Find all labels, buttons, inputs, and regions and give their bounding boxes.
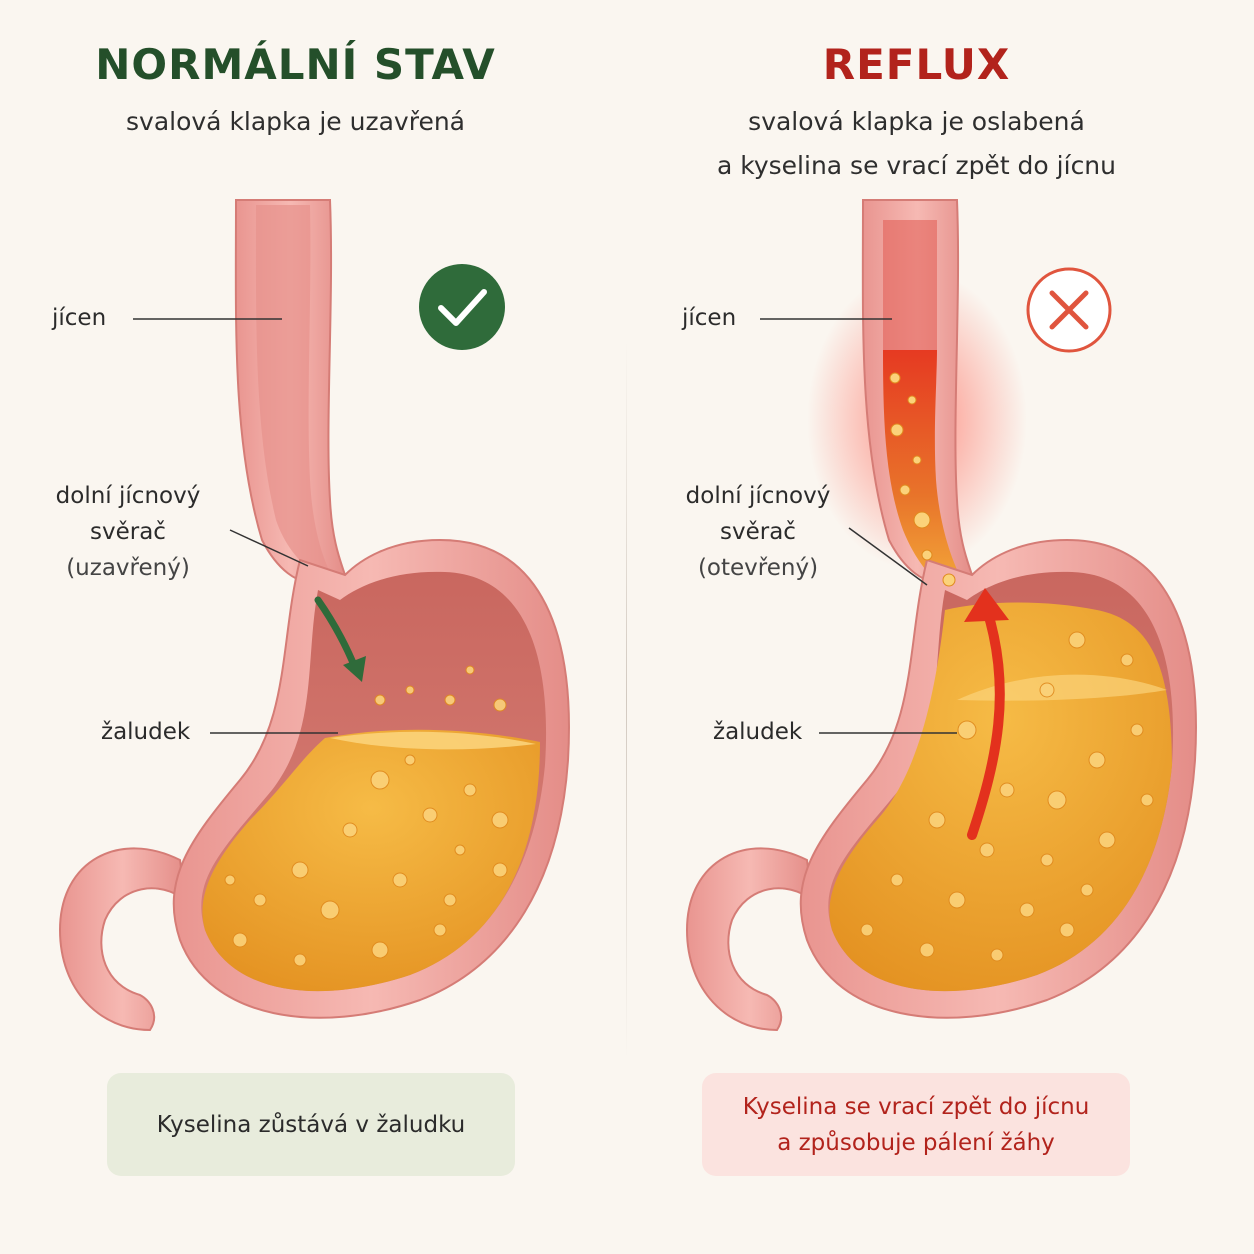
cross-icon bbox=[1028, 269, 1110, 351]
esophagus-label: jícen bbox=[682, 300, 736, 336]
check-icon bbox=[419, 264, 505, 350]
reflux-stomach-illustration bbox=[627, 0, 1254, 1254]
duodenum bbox=[687, 848, 812, 1030]
normal-caption-box: Kyselina zůstává v žaludku bbox=[107, 1073, 515, 1176]
reflux-caption-line1: Kyselina se vrací zpět do jícnu bbox=[743, 1089, 1090, 1125]
sphincter-label-line2: svěrač bbox=[40, 514, 216, 550]
reflux-panel: REFLUX svalová klapka je oslabená a kyse… bbox=[627, 0, 1254, 1254]
sphincter-label: dolní jícnový svěrač (otevřený) bbox=[670, 478, 846, 586]
sphincter-label: dolní jícnový svěrač (uzavřený) bbox=[40, 478, 216, 586]
stomach-label: žaludek bbox=[101, 714, 190, 750]
reflux-caption-box: Kyselina se vrací zpět do jícnu a způsob… bbox=[702, 1073, 1130, 1176]
reflux-caption-line2: a způsobuje pálení žáhy bbox=[777, 1125, 1055, 1161]
sphincter-state: (uzavřený) bbox=[40, 550, 216, 586]
sphincter-state: (otevřený) bbox=[670, 550, 846, 586]
normal-caption-text: Kyselina zůstává v žaludku bbox=[157, 1107, 466, 1143]
duodenum bbox=[60, 848, 185, 1030]
normal-state-panel: NORMÁLNÍ STAV svalová klapka je uzavřená bbox=[0, 0, 627, 1254]
stomach-label: žaludek bbox=[713, 714, 802, 750]
sphincter-label-line2: svěrač bbox=[670, 514, 846, 550]
sphincter-label-line1: dolní jícnový bbox=[40, 478, 216, 514]
sphincter-label-line1: dolní jícnový bbox=[670, 478, 846, 514]
normal-stomach-illustration bbox=[0, 0, 627, 1254]
esophagus-label: jícen bbox=[52, 300, 106, 336]
